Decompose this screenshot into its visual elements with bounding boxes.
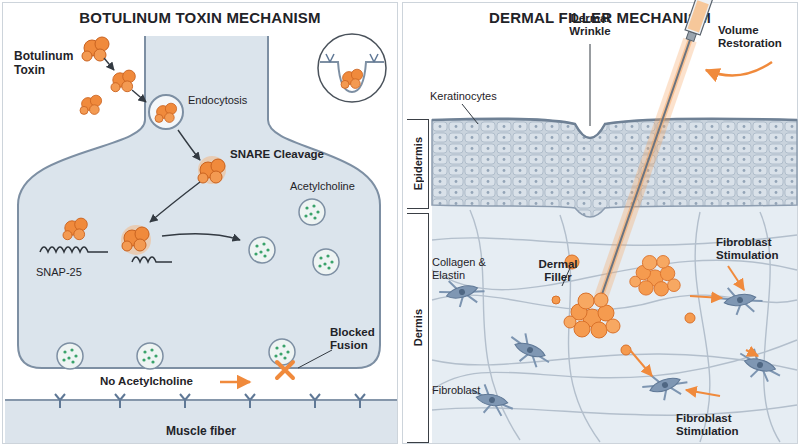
arrow xyxy=(162,234,240,240)
receptors xyxy=(55,394,365,408)
leader-line xyxy=(590,44,591,126)
skin-surface xyxy=(432,119,797,138)
endocytic-vesicle xyxy=(149,95,183,129)
toxin xyxy=(198,159,225,183)
toxin xyxy=(63,218,87,240)
filler-cluster xyxy=(564,293,620,338)
needle xyxy=(600,40,690,300)
collagen-fibers xyxy=(432,210,797,442)
acetylcholine-vesicle xyxy=(313,249,339,275)
stimulation-arrow xyxy=(728,266,744,290)
fibroblast xyxy=(468,382,516,417)
panel-heading: BOTULINUM TOXIN MECHANISM xyxy=(3,9,397,26)
orange-arrow xyxy=(220,381,250,384)
toxin xyxy=(155,103,177,122)
stimulation-arrow xyxy=(686,390,720,396)
fibroblast xyxy=(716,282,764,317)
stimulation-arrow xyxy=(630,350,652,376)
leader-line xyxy=(562,268,570,286)
inset-circle xyxy=(318,34,386,102)
fibroblast xyxy=(640,364,691,405)
acetylcholine-vesicle xyxy=(299,199,325,225)
snap25-protein xyxy=(40,247,108,252)
filler-particle xyxy=(565,255,579,269)
stimulation-arrow xyxy=(746,350,758,356)
layer-bracket: Epidermis xyxy=(407,119,429,209)
acetylcholine-vesicle xyxy=(249,237,275,263)
cleaved-snap25 xyxy=(132,257,172,262)
needle-glow xyxy=(600,40,690,300)
needle-glow xyxy=(600,40,690,300)
syringe xyxy=(682,0,720,43)
panel: BOTULINUM TOXIN MECHANISM Muscle fiber xyxy=(2,2,398,444)
toxin xyxy=(341,69,363,88)
docked-vesicle xyxy=(137,343,163,369)
blocked-fusion-mark xyxy=(277,362,293,378)
node-label: Muscle fiber xyxy=(166,424,236,443)
filler-particle xyxy=(621,345,631,355)
arrow xyxy=(132,90,146,102)
inset-membrane xyxy=(320,62,384,92)
epidermis-layer xyxy=(432,119,797,217)
node-label: Epidermis xyxy=(412,137,424,190)
panel-heading: DERMAL FILLER MECHANISM xyxy=(403,9,797,26)
stimulation-arrow xyxy=(690,296,722,298)
fibroblast xyxy=(735,346,785,384)
node-label: Dermis xyxy=(412,309,424,346)
toxin xyxy=(82,37,109,61)
panel: DERMAL FILLER MECHANISM EpidermisDermis xyxy=(402,2,798,444)
fibroblast xyxy=(437,273,487,311)
toxin xyxy=(122,227,149,251)
nerve-terminal xyxy=(18,36,380,368)
docked-vesicle xyxy=(57,343,83,369)
filler-particle xyxy=(552,296,560,304)
toxin xyxy=(80,95,102,114)
leader-line xyxy=(298,350,332,368)
cleavage-glow xyxy=(198,156,226,184)
receptor xyxy=(326,54,378,62)
dermis-tissue xyxy=(432,200,797,443)
filler-cluster xyxy=(630,256,680,297)
arrow xyxy=(104,58,114,70)
fibroblast xyxy=(505,329,556,370)
arrow xyxy=(178,130,200,160)
filler-particle xyxy=(685,313,695,323)
blocked-vesicle xyxy=(269,339,295,365)
muscle-fiber-band: Muscle fiber xyxy=(5,399,397,443)
cleavage-glow xyxy=(121,225,151,255)
toxin xyxy=(111,70,135,92)
volume-arrow xyxy=(706,62,772,75)
arrow xyxy=(150,182,200,222)
layer-bracket: Dermis xyxy=(407,213,429,443)
leader-line xyxy=(462,104,478,124)
